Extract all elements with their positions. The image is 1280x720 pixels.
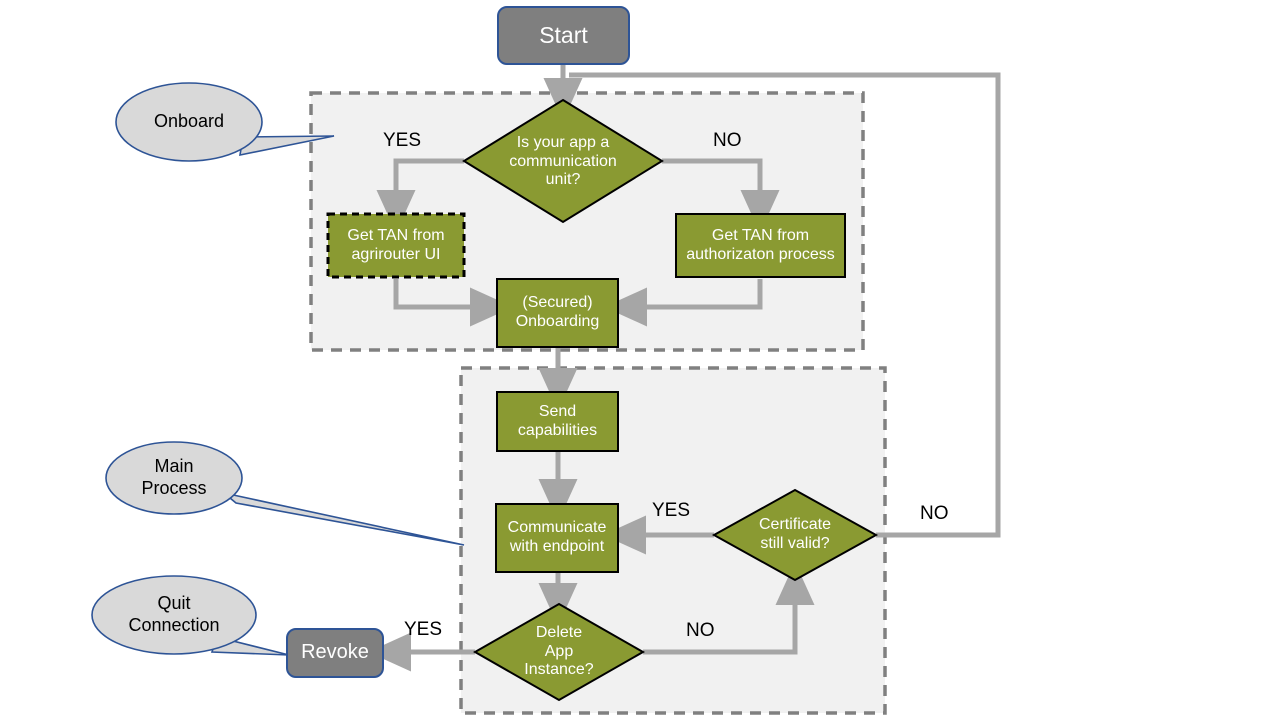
node-get-tan-auth[interactable] (675, 213, 846, 278)
quit-connection-callout-bubble (91, 575, 257, 655)
edge-label-no-comm-unit: NO (713, 130, 742, 151)
node-revoke[interactable] (286, 628, 384, 678)
node-is-comm-unit[interactable] (462, 98, 664, 224)
onboard-callout-bubble (115, 82, 263, 162)
connector-decision-yes-to-tan-ui (376, 158, 464, 234)
connector-certificate-no-to-start (569, 72, 1001, 538)
edge-label-no-certificate: NO (920, 503, 949, 524)
node-delete-app-instance[interactable] (472, 602, 646, 702)
node-start[interactable] (497, 6, 630, 65)
node-certificate-valid[interactable] (711, 488, 879, 582)
edge-label-yes-delete: YES (404, 619, 443, 640)
node-send-capabilities[interactable] (496, 391, 619, 452)
connector-tan-ui-to-onboarding (393, 279, 514, 327)
edge-label-yes-certificate: YES (652, 500, 691, 521)
node-communicate-endpoint[interactable] (495, 503, 619, 573)
edge-label-yes-comm-unit: YES (383, 130, 422, 151)
connector-decision-no-to-tan-auth (662, 158, 780, 234)
main-process-callout-tail (223, 492, 465, 546)
main-process-callout-bubble (105, 441, 243, 515)
connector-tan-auth-to-onboarding (603, 279, 763, 327)
edge-label-no-delete: NO (686, 620, 715, 641)
node-secured-onboarding[interactable] (496, 278, 619, 348)
node-get-tan-ui[interactable] (326, 212, 466, 279)
connector-delete-no-to-certificate (643, 561, 815, 655)
